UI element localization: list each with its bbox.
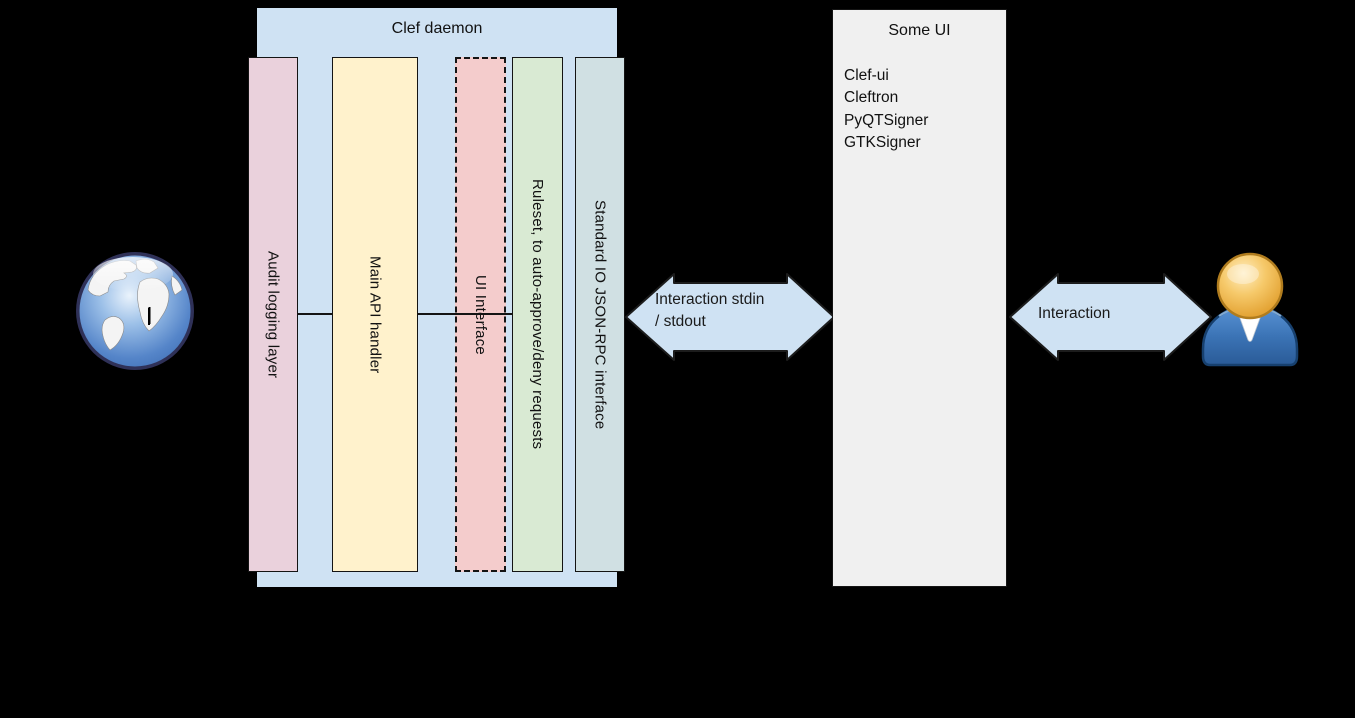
- layer-bar-stdio-jsonrpc: Standard IO JSON-RPC interface: [575, 57, 625, 572]
- some-ui-box: Some UI Clef-ui Cleftron PyQTSigner GTKS…: [832, 9, 1007, 587]
- some-ui-item-clef-ui: Clef-ui: [844, 67, 889, 84]
- connector-mainapi-to-ruleset: [418, 313, 512, 315]
- layer-bar-audit-logging: Audit logging layer: [248, 57, 298, 572]
- some-ui-item-cleftron: Cleftron: [844, 89, 899, 107]
- clef-daemon-title: Clef daemon: [391, 20, 483, 37]
- layer-bar-ruleset: Ruleset, to auto-approve/deny requests: [512, 57, 563, 572]
- stdio-arrow-label-line2: / stdout: [655, 313, 706, 330]
- stdio-arrow-label-line1: Interaction stdin: [655, 291, 765, 308]
- layer-label-stdio-jsonrpc: Standard IO JSON-RPC interface: [591, 199, 609, 430]
- clef-daemon-container: [257, 8, 617, 587]
- connector-audit-to-mainapi: [298, 313, 332, 315]
- some-ui-item-gtksigner: GTKSigner: [844, 133, 921, 151]
- layer-label-ruleset: Ruleset, to auto-approve/deny requests: [529, 179, 546, 450]
- person-icon: [1201, 252, 1299, 367]
- some-ui-item-pyqtsigner: PyQTSigner: [844, 111, 929, 129]
- some-ui-title: Some UI: [888, 22, 951, 39]
- layer-label-audit-logging: Audit logging layer: [264, 250, 282, 379]
- layer-bar-main-api-handler: Main API handler: [332, 57, 418, 572]
- globe-icon: [76, 252, 194, 370]
- some-ui-list: Clef-ui Cleftron PyQTSigner GTKSigner: [833, 65, 1006, 154]
- globe-connector-tick: [148, 308, 150, 325]
- stdio-arrow-label: Interaction stdin / stdout: [655, 289, 764, 333]
- user-arrow-label: Interaction: [1038, 305, 1111, 322]
- user-double-arrow: [1009, 273, 1212, 361]
- layer-label-main-api-handler: Main API handler: [366, 255, 384, 374]
